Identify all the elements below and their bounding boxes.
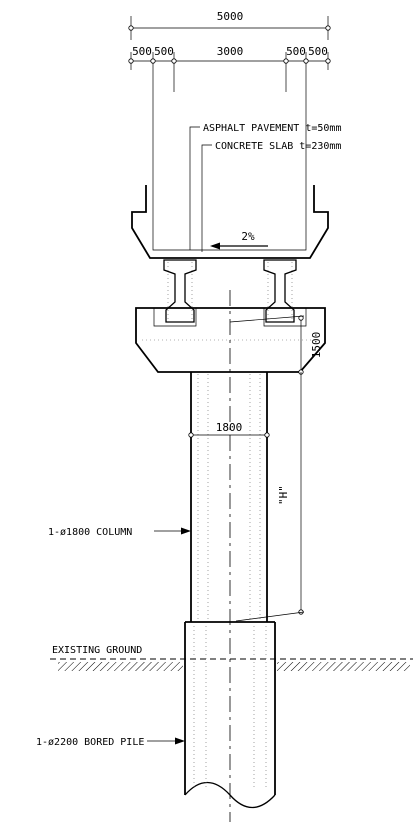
cross-fall-label: 2% — [241, 230, 255, 243]
dim-pier-cap-depth: 1500 — [310, 332, 323, 359]
existing-ground: EXISTING GROUND — [50, 645, 413, 671]
dim-right-parapet: 500 — [308, 45, 328, 58]
pile-leader: 1-ø2200 BORED PILE — [36, 737, 185, 748]
dim-column-height: "H" — [277, 485, 290, 505]
dim-overall-width: 5000 — [217, 10, 244, 23]
left-girder — [163, 259, 197, 323]
column-label: 1-ø1800 COLUMN — [48, 527, 132, 538]
cross-fall-indicator: 2% — [210, 230, 268, 250]
slab-label: CONCRETE SLAB t=230mm — [215, 141, 341, 152]
asphalt-label: ASPHALT PAVEMENT t=50mm — [203, 123, 341, 134]
pier-cap — [135, 307, 326, 373]
pile-label: 1-ø2200 BORED PILE — [36, 737, 144, 748]
ground-label: EXISTING GROUND — [52, 645, 142, 656]
column — [190, 372, 268, 622]
dim-carriageway: 3000 — [217, 45, 244, 58]
asphalt-leader: ASPHALT PAVEMENT t=50mm — [189, 123, 341, 250]
right-girder — [263, 259, 297, 323]
deck-section — [131, 185, 329, 259]
dim-column-diameter: 1800 — [216, 421, 243, 434]
dim-left-offset: 500 — [154, 45, 174, 58]
column-height-dimension: "H" — [235, 372, 305, 622]
slab-leader: CONCRETE SLAB t=230mm — [201, 141, 341, 252]
overall-width-dimension: 5000 — [128, 10, 331, 40]
component-width-dimension: 500 500 3000 500 500 — [128, 45, 331, 218]
column-leader: 1-ø1800 COLUMN — [48, 527, 191, 538]
pier-cap-depth-dimension: 1500 — [229, 315, 323, 375]
dim-right-offset: 500 — [286, 45, 306, 58]
dim-left-parapet: 500 — [132, 45, 152, 58]
column-diameter-dimension: 1800 — [188, 421, 270, 438]
